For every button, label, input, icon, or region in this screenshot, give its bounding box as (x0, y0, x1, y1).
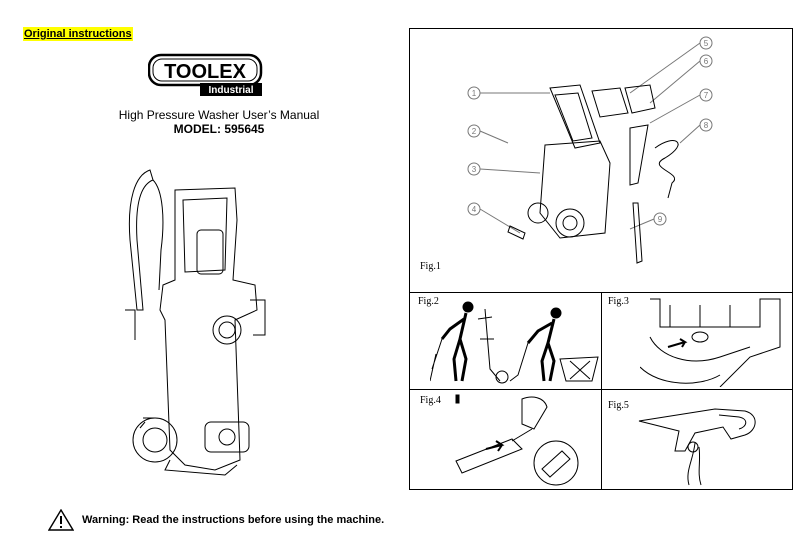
original-instructions-label: Original instructions (23, 27, 133, 41)
manual-title: High Pressure Washer User’s Manual (118, 108, 320, 122)
fig4-label: Fig.4 (420, 395, 441, 406)
logo-brand-text: TOOLEX (164, 61, 247, 83)
fig5-trigger-lock (638, 408, 756, 486)
toolex-logo: TOOLEX Industrial (148, 53, 263, 96)
fig1-exploded-view: 1 2 3 4 5 6 7 8 9 (467, 36, 713, 264)
fig2-label: Fig.2 (418, 296, 439, 307)
callout-9: 9 (658, 215, 663, 224)
pressure-washer-illustration (125, 169, 266, 476)
callout-1: 1 (472, 89, 477, 98)
figure-divider-vertical (601, 292, 602, 490)
fig4-nozzle-attachment (455, 394, 579, 486)
callout-5: 5 (704, 39, 709, 48)
fig3-hose-connection (640, 298, 781, 387)
model-number: 595645 (224, 122, 265, 136)
warning-row: Warning: Read the instructions before us… (48, 509, 384, 531)
callout-8: 8 (704, 121, 709, 130)
callout-3: 3 (472, 165, 477, 174)
logo-sub-text: Industrial (208, 85, 253, 96)
fig5-label: Fig.5 (608, 400, 629, 411)
fig3-label: Fig.3 (608, 296, 629, 307)
model-label: MODEL: (173, 122, 221, 136)
fig1-label: Fig.1 (420, 261, 441, 272)
warning-triangle-icon (48, 509, 74, 531)
warning-text: Warning: Read the instructions before us… (82, 514, 385, 526)
callout-6: 6 (704, 57, 709, 66)
callout-2: 2 (472, 127, 477, 136)
model-line: MODEL: 595645 (104, 122, 334, 136)
callout-7: 7 (704, 91, 709, 100)
figures-frame: 1 2 3 4 5 6 7 8 9 Fig.1 Fig.2 (409, 28, 793, 490)
callout-4: 4 (472, 205, 477, 214)
fig2-usage-illustration (430, 301, 599, 384)
